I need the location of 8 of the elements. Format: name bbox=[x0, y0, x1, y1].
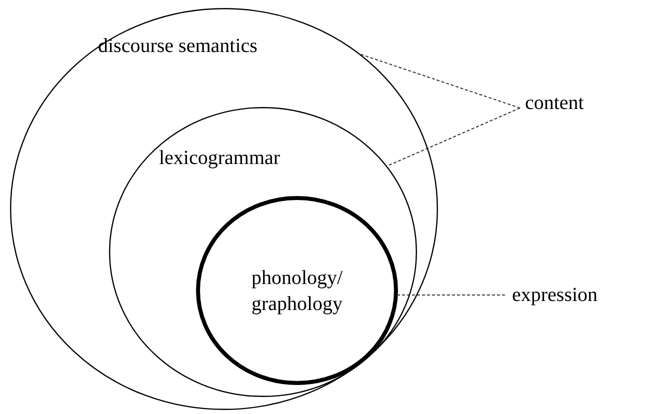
leader-line bbox=[360, 54, 520, 108]
circle-label: phonology/ graphology bbox=[250, 266, 344, 316]
circle-label: discourse semantics bbox=[98, 34, 258, 59]
label-text: expression bbox=[512, 283, 598, 308]
leader-line bbox=[397, 294, 506, 296]
circle-label: lexicogrammar bbox=[159, 146, 280, 171]
label-text: content bbox=[525, 91, 584, 116]
leader-line bbox=[386, 108, 520, 167]
